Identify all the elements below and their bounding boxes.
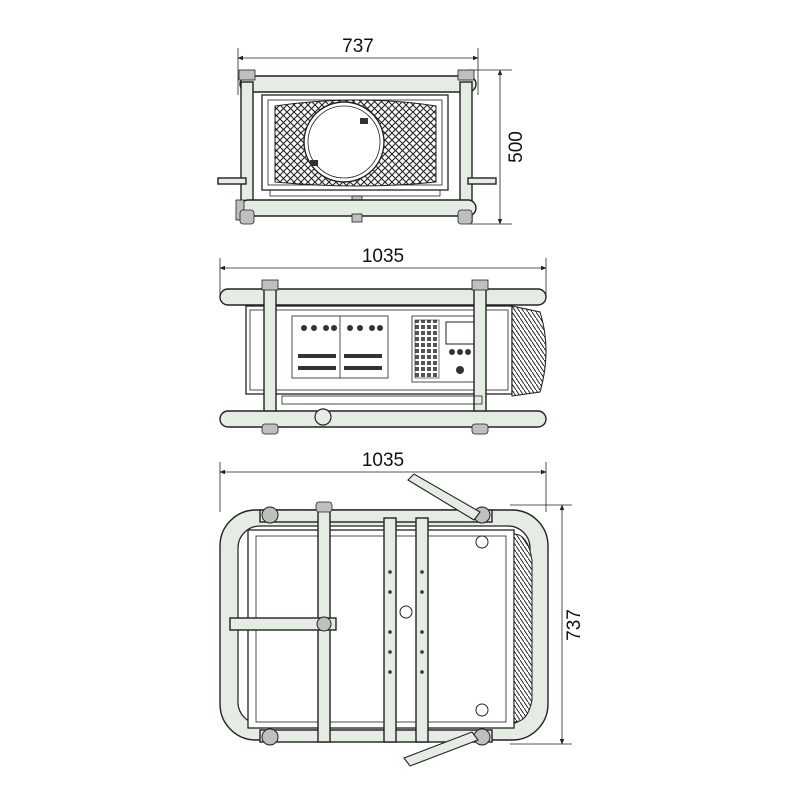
side-top-rail	[219, 288, 547, 306]
side-width-dimension: 1035	[219, 246, 547, 298]
left-arm	[217, 177, 247, 185]
keypad	[414, 319, 440, 379]
center-hole	[399, 605, 413, 619]
connector-row-bottom	[298, 354, 382, 370]
arm-lower	[403, 731, 479, 767]
connector-row-top	[301, 325, 383, 331]
top-width-dimension: 1035	[219, 450, 547, 512]
projector-side-body	[245, 305, 513, 395]
side-knob	[314, 408, 332, 426]
projector-top-body	[247, 529, 515, 729]
top-view: 1035 737	[219, 450, 585, 767]
top-width-label: 1035	[362, 450, 404, 471]
front-width-dimension: 737	[237, 36, 479, 95]
top-crossbar-front	[259, 509, 493, 523]
front-height-dimension: 500	[468, 69, 527, 225]
lens	[303, 101, 385, 183]
left-clamp	[238, 69, 256, 81]
center-bar	[229, 617, 337, 631]
side-bottom-rail	[219, 410, 547, 428]
strap-2	[383, 517, 397, 743]
top-frame-tube	[239, 75, 477, 93]
strap-holes	[388, 570, 424, 674]
arm-upper	[407, 473, 481, 521]
top-depth-label: 737	[564, 609, 585, 641]
side-view: 1035	[219, 246, 547, 435]
top-depth-dimension: 737	[510, 504, 585, 745]
strap-3	[415, 517, 429, 743]
front-view: 737 500	[217, 36, 527, 225]
clamp-fl	[261, 506, 279, 524]
side-width-label: 1035	[362, 246, 404, 267]
right-arm	[467, 177, 497, 185]
front-height-label: 500	[506, 131, 527, 163]
top-knob	[315, 501, 333, 513]
lcd-display	[445, 321, 475, 345]
clamp-bl	[261, 728, 279, 746]
exhaust-fan	[511, 305, 547, 397]
front-width-label: 737	[342, 36, 374, 57]
right-clamp	[457, 69, 475, 81]
